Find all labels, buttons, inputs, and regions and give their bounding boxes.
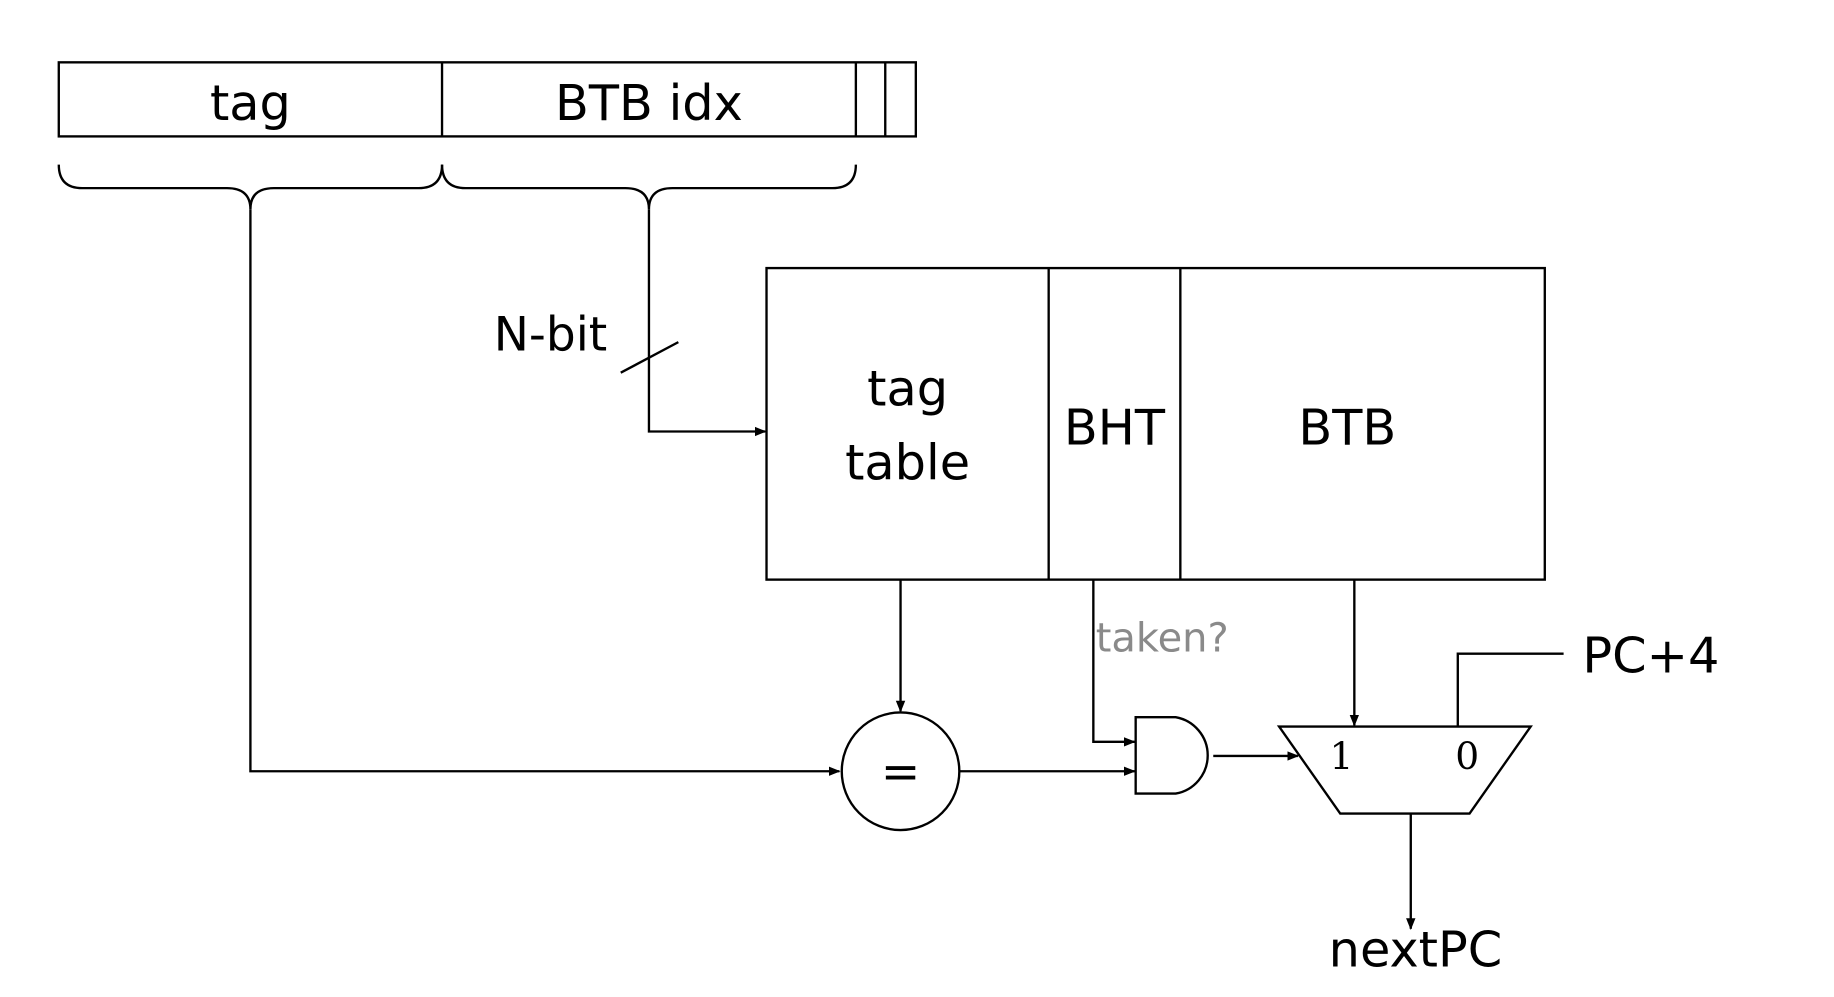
pc-plus-4-wire bbox=[1456, 652, 1564, 727]
n-bit-label: N-bit bbox=[494, 307, 607, 362]
bus-width-slash bbox=[620, 341, 679, 374]
taken-label: taken? bbox=[1096, 615, 1229, 661]
mux-input-1-label: 1 bbox=[1329, 734, 1353, 778]
address-register: tag BTB idx bbox=[57, 61, 917, 138]
btb-idx-brace bbox=[440, 164, 858, 210]
and-gate bbox=[1134, 715, 1209, 795]
tag-brace bbox=[57, 164, 444, 210]
predictor-tables: tag table BHT BTB bbox=[765, 266, 1546, 581]
tag-table-label-line2: table bbox=[845, 434, 970, 492]
tag-field-label: tag bbox=[210, 74, 291, 132]
pc-plus-4-label: PC+4 bbox=[1582, 626, 1719, 684]
mux-input-0-label: 0 bbox=[1455, 734, 1479, 778]
taken-wire bbox=[1092, 579, 1136, 747]
btb-idx-field-label: BTB idx bbox=[555, 74, 743, 132]
index-wire bbox=[647, 209, 767, 437]
bht-label: BHT bbox=[1064, 398, 1166, 456]
tag-table-label-line1: tag bbox=[867, 360, 948, 418]
tag-wire bbox=[249, 209, 841, 776]
mux bbox=[1276, 725, 1533, 815]
next-pc-label: nextPC bbox=[1329, 920, 1503, 978]
btb-label: BTB bbox=[1298, 398, 1396, 456]
comparator-label: = bbox=[881, 745, 920, 800]
